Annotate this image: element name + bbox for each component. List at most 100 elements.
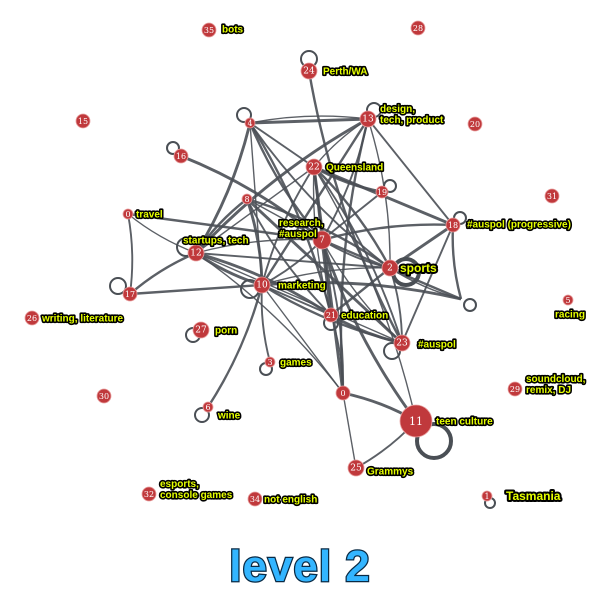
node-34[interactable]: 34 [247, 491, 263, 507]
node-circle-15[interactable] [75, 113, 91, 129]
node-number-30: 30 [99, 392, 109, 401]
node-circle-3[interactable] [264, 356, 276, 368]
node-1[interactable]: 1 [481, 490, 493, 502]
node-number-18: 18 [448, 221, 458, 230]
node-circle-27[interactable] [192, 321, 210, 339]
node-27[interactable]: 27 [192, 321, 210, 339]
node-circle-19[interactable] [375, 185, 389, 199]
node-label-line: Tasmania [506, 489, 561, 503]
node-13[interactable]: 13 [359, 110, 377, 128]
node-24[interactable]: 24 [300, 62, 318, 80]
node-30[interactable]: 30 [96, 388, 112, 404]
node-circle-10[interactable] [253, 276, 271, 294]
node-21[interactable]: 21 [323, 307, 339, 323]
node-circle-28[interactable] [410, 20, 426, 36]
node-18[interactable]: 18 [445, 217, 461, 233]
node-label-line: #auspol [279, 229, 317, 240]
node-0b[interactable]: 0 [335, 385, 351, 401]
node-0[interactable]: 0 [122, 208, 134, 220]
node-26[interactable]: 26 [24, 310, 40, 326]
node-number-6: 6 [205, 403, 210, 412]
node-4[interactable]: 4 [244, 117, 256, 129]
node-circle-16[interactable] [173, 148, 189, 164]
node-circle-17[interactable] [122, 286, 138, 302]
node-circle-35[interactable] [201, 22, 217, 38]
node-circle-20[interactable] [467, 116, 483, 132]
node-3[interactable]: 3 [264, 356, 276, 368]
node-circle-26[interactable] [24, 310, 40, 326]
node-label-line: Grammys [367, 467, 414, 478]
node-number-12: 12 [190, 249, 201, 259]
node-25[interactable]: 25 [347, 459, 365, 477]
node-23[interactable]: 23 [393, 334, 411, 352]
node-label-18: #auspol (progressive) [467, 220, 571, 231]
node-7[interactable]: 7 [312, 230, 332, 250]
node-label-line: research, [279, 218, 324, 229]
node-32[interactable]: 32 [141, 486, 157, 502]
edge-10-14 [261, 281, 462, 301]
node-label-line: sports [400, 261, 437, 275]
node-number-3: 3 [267, 358, 272, 367]
edge-18-14 [451, 224, 463, 300]
node-29[interactable]: 29 [507, 381, 523, 397]
node-8[interactable]: 8 [241, 193, 253, 205]
node-5[interactable]: 5 [562, 294, 574, 306]
node-label-3: games [280, 358, 312, 369]
node-16[interactable]: 16 [173, 148, 189, 164]
edge-13-18 [367, 118, 454, 226]
node-31[interactable]: 31 [544, 188, 560, 204]
node-circle-23[interactable] [393, 334, 411, 352]
node-2[interactable]: 2 [381, 259, 399, 277]
node-label-line: soundcloud, [526, 374, 586, 385]
node-circle-18[interactable] [445, 217, 461, 233]
node-11[interactable]: 11 [399, 404, 433, 438]
node-circle-13[interactable] [359, 110, 377, 128]
node-circle-29[interactable] [507, 381, 523, 397]
node-number-27: 27 [195, 326, 207, 336]
edge-10-2 [261, 267, 391, 286]
node-35[interactable]: 35 [201, 22, 217, 38]
node-6[interactable]: 6 [202, 401, 214, 413]
node-circle-25[interactable] [347, 459, 365, 477]
node-15[interactable]: 15 [75, 113, 91, 129]
node-10[interactable]: 10 [253, 276, 271, 294]
node-circle-7[interactable] [312, 230, 332, 250]
node-circle-21[interactable] [323, 307, 339, 323]
node-circle-5[interactable] [562, 294, 574, 306]
node-circle-12[interactable] [187, 244, 205, 262]
node-label-line: games [280, 358, 312, 369]
node-number-10: 10 [256, 281, 268, 291]
node-circle-0[interactable] [122, 208, 134, 220]
node-12[interactable]: 12 [187, 244, 205, 262]
node-19[interactable]: 19 [375, 185, 389, 199]
node-17[interactable]: 17 [122, 286, 138, 302]
node-circle-31[interactable] [544, 188, 560, 204]
node-number-19: 19 [377, 188, 387, 197]
node-22[interactable]: 22 [305, 158, 323, 176]
node-circle-0b[interactable] [335, 385, 351, 401]
node-label-line: racing [555, 310, 585, 321]
node-circle-24[interactable] [300, 62, 318, 80]
node-label-29: soundcloud,remix, DJ [526, 374, 586, 396]
node-circle-4[interactable] [244, 117, 256, 129]
node-circle-22[interactable] [305, 158, 323, 176]
node-label-line: remix, DJ [526, 385, 571, 396]
node-circle-2[interactable] [381, 259, 399, 277]
node-label-7: research,#auspol [279, 218, 324, 240]
edge-12-7 [195, 238, 323, 254]
node-circle-11[interactable] [399, 404, 433, 438]
node-circle-32[interactable] [141, 486, 157, 502]
node-label-line: #auspol (progressive) [467, 220, 571, 231]
node-circle-34[interactable] [247, 491, 263, 507]
edge-12-2 [195, 252, 391, 269]
node-circle-30[interactable] [96, 388, 112, 404]
node-circle-8[interactable] [241, 193, 253, 205]
edge-12-23 [195, 252, 403, 344]
edge-4-7 [248, 122, 323, 241]
node-circle-6[interactable] [202, 401, 214, 413]
node-28[interactable]: 28 [410, 20, 426, 36]
node-20[interactable]: 20 [467, 116, 483, 132]
edge-16-7 [180, 154, 323, 242]
node-circle-1[interactable] [481, 490, 493, 502]
edge-24-23 [307, 70, 404, 344]
